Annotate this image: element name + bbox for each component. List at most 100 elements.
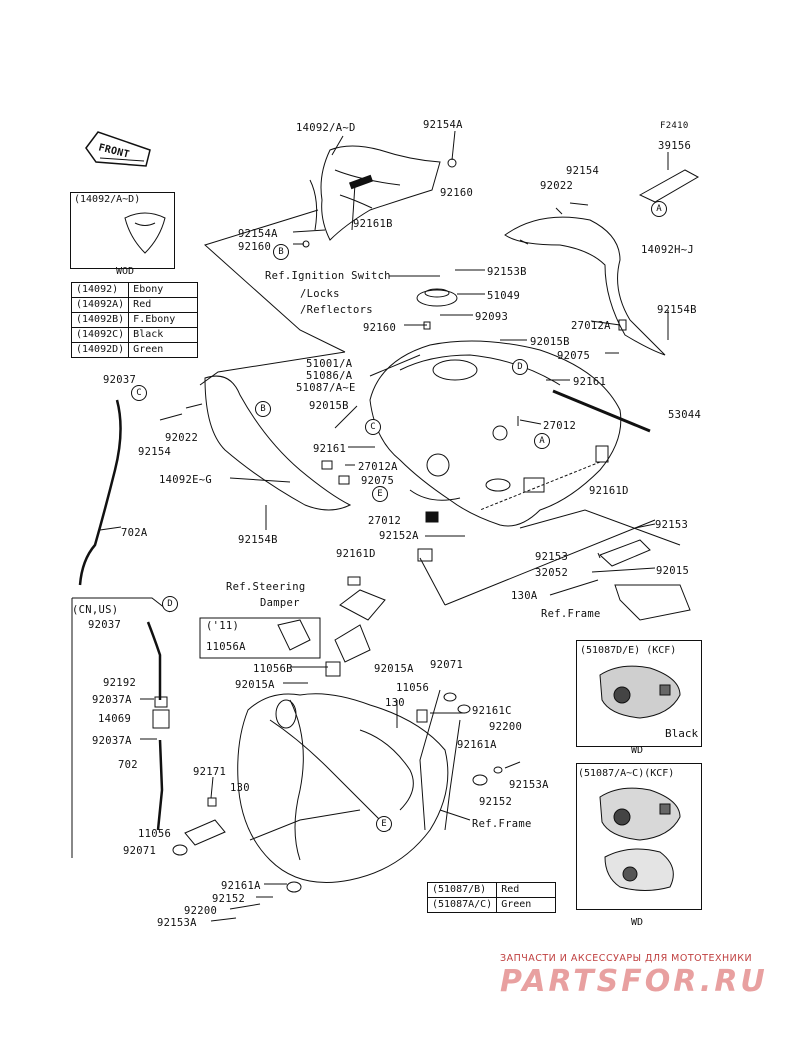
callout-c-e-bot: E <box>376 816 392 832</box>
color-row: (14092C)Black <box>70 327 199 343</box>
part-label-l-92160-top: 92160 <box>440 187 474 199</box>
part-label-l-27012a-r: 27012A <box>571 320 611 332</box>
part-label-l-92154-l: 92154 <box>138 446 172 458</box>
part-label-l-92037-l: 92037 <box>103 374 137 386</box>
part-label-l-92200-b: 92200 <box>184 905 218 917</box>
part-label-l-11-year: ('11) <box>206 620 240 632</box>
part-label-l-51049: 51049 <box>487 290 521 302</box>
part-label-l-92152-r: 92152 <box>479 796 513 808</box>
color-name-cell: Green <box>128 342 199 358</box>
part-label-l-11056-r: 11056 <box>396 682 430 694</box>
part-label-l-92154a-top: 92154A <box>423 119 463 131</box>
part-label-l-92075-m: 92075 <box>361 475 395 487</box>
inset-wod-header: (14092/A~D) <box>74 194 141 205</box>
callout-c-b-top: B <box>273 244 289 260</box>
part-label-l-92015a-r: 92015A <box>374 663 414 675</box>
part-label-l-39156: 39156 <box>658 140 692 152</box>
inset-kcf-ac-header: (51087/A~C)(KCF) <box>578 768 675 779</box>
part-label-l-92075-r: 92075 <box>557 350 591 362</box>
inset-kcf-de-tank-image <box>599 665 681 719</box>
part-label-l-92161d-l: 92161D <box>336 548 376 560</box>
part-label-l-92161a-r: 92161A <box>457 739 497 751</box>
callout-c-a-top: A <box>651 201 667 217</box>
part-label-l-130-r: 130 <box>385 697 405 709</box>
watermark-brand: PARTSFOR.RU <box>500 964 768 999</box>
part-label-l-92154b-l: 92154B <box>238 534 278 546</box>
part-label-l-92160-mid: 92160 <box>363 322 397 334</box>
part-label-l-refframe-r: Ref.Frame <box>541 608 601 620</box>
part-label-l-92153-r1: 92153 <box>655 519 689 531</box>
part-label-l-92071-l: 92071 <box>123 845 157 857</box>
part-label-l-92160-l: 92160 <box>238 241 272 253</box>
part-label-l-damper: Damper <box>260 597 300 609</box>
part-label-l-51001: 51001/A <box>306 358 353 370</box>
part-label-l-51086: 51086/A <box>306 370 353 382</box>
part-label-l-27012-m: 27012 <box>368 515 402 527</box>
color-code-cell: (14092) <box>70 282 130 298</box>
part-label-l-92200-r: 92200 <box>489 721 523 733</box>
callout-c-e-mid: E <box>372 486 388 502</box>
inset-wod-caption: WOD <box>116 266 135 277</box>
inset-kcf-de-caption: WD <box>631 745 644 756</box>
part-label-l-92192: 92192 <box>103 677 137 689</box>
part-label-l-27012a-m: 27012A <box>358 461 398 473</box>
part-label-l-51087: 51087/A~E <box>296 382 356 394</box>
part-label-l-92152-b: 92152 <box>212 893 246 905</box>
part-label-l-refign: Ref.Ignition Switch <box>265 270 391 282</box>
watermark-tagline: ЗАПЧАСТИ И АКСЕССУАРЫ ДЛЯ МОТОТЕХНИКИ <box>500 953 753 964</box>
front-arrow-icon <box>85 131 151 167</box>
part-label-l-92153a-r: 92153A <box>509 779 549 791</box>
page-reference: F2410 <box>660 121 689 131</box>
color-row: (14092)Ebony <box>70 282 199 298</box>
part-label-l-92037a-1: 92037A <box>92 694 132 706</box>
part-label-l-92154b-r: 92154B <box>657 304 697 316</box>
callout-c-d-left: D <box>162 596 178 612</box>
color-code-cell: (14092A) <box>70 297 130 313</box>
callout-c-a-mid: A <box>534 433 550 449</box>
color-table-51087: (51087/B)Red(51087A/C)Green <box>426 882 557 913</box>
part-label-l-27012-r: 27012 <box>543 420 577 432</box>
inset-kcf-ac-box <box>576 763 702 910</box>
inset-kcf-de-header: (51087D/E) (KCF) <box>580 645 677 656</box>
inset-wod-cowl-image <box>124 212 166 254</box>
inset-kcf-de-box <box>576 640 702 747</box>
part-label-l-refsteer: Ref.Steering <box>226 581 306 593</box>
part-label-l-92161a-b: 92161A <box>221 880 261 892</box>
part-label-l-11056-l: 11056 <box>138 828 172 840</box>
part-label-l-reflectors: /Reflectors <box>300 304 373 316</box>
part-label-l-92037a-2: 92037A <box>92 735 132 747</box>
inset-kcf-ac-tank-image <box>599 787 681 891</box>
callout-c-b-mid: B <box>255 401 271 417</box>
color-name-cell: Red <box>128 297 199 313</box>
part-label-l-92022-top: 92022 <box>540 180 574 192</box>
part-label-l-92154-top: 92154 <box>566 165 600 177</box>
color-row: (14092A)Red <box>70 297 199 313</box>
part-label-l-11056b: 11056B <box>253 663 293 675</box>
part-label-l-92015-r: 92015 <box>656 565 690 577</box>
part-label-l-130a: 130A <box>511 590 538 602</box>
watermark-footer: ЗАПЧАСТИ И АКСЕССУАРЫ ДЛЯ МОТОТЕХНИКИ PA… <box>500 953 800 999</box>
part-label-l-92015b-r: 92015B <box>530 336 570 348</box>
part-label-l-92015a-l: 92015A <box>235 679 275 691</box>
part-label-l-92161-r: 92161 <box>573 376 607 388</box>
part-label-l-92153-r2: 92153 <box>535 551 569 563</box>
color-code-cell: (14092B) <box>70 312 130 328</box>
part-label-l-locks: /Locks <box>300 288 340 300</box>
part-label-l-53044: 53044 <box>668 409 702 421</box>
part-label-l-cnus: (CN,US) <box>72 604 119 616</box>
part-label-l-14092hj: 14092H~J <box>641 244 694 256</box>
color-code-cell: (51087/B) <box>426 882 498 898</box>
part-label-l-702: 702 <box>118 759 138 771</box>
part-label-l-92161b: 92161B <box>353 218 393 230</box>
color-name-cell: Red <box>496 882 557 898</box>
color-row: (51087A/C)Green <box>426 897 557 913</box>
part-label-l-702a: 702A <box>121 527 148 539</box>
callout-c-c-left: C <box>131 385 147 401</box>
part-label-l-130-l: 130 <box>230 782 250 794</box>
part-label-l-14092-ad: 14092/A~D <box>296 122 356 134</box>
part-label-l-92161-l: 92161 <box>313 443 347 455</box>
callout-c-c-mid: C <box>365 419 381 435</box>
part-label-l-92071-r: 92071 <box>430 659 464 671</box>
color-name-cell: Green <box>496 897 557 913</box>
